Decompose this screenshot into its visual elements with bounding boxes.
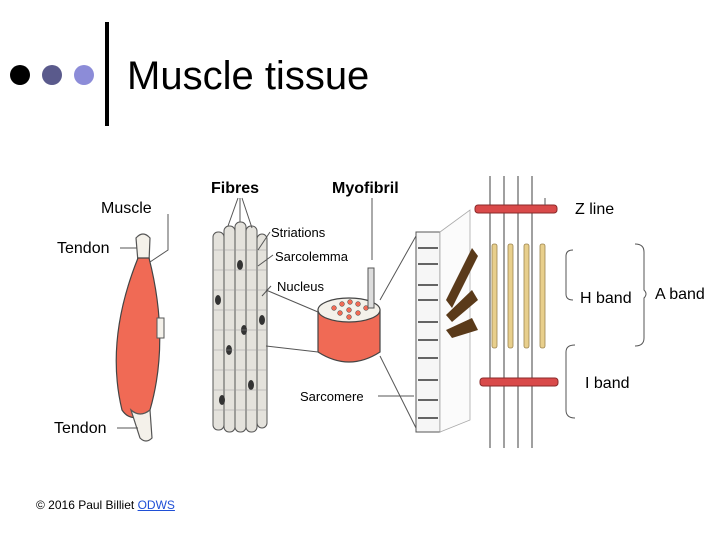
label-a-band: A band [655, 286, 705, 303]
bullet-dot-1 [10, 65, 30, 85]
label-myofibril: Myofibril [332, 180, 399, 197]
muscle-belly [115, 257, 161, 419]
leader-fibres-3 [241, 197, 253, 229]
bracket-a-band [634, 243, 647, 347]
leader-muscle [149, 214, 169, 263]
label-sarcomere: Sarcomere [300, 389, 364, 404]
leader-striations [257, 231, 271, 251]
sarcomere-strip-illustration [415, 209, 471, 433]
whole-muscle-illustration [115, 233, 165, 442]
leader-fibres-1 [227, 197, 239, 227]
label-tendon-top: Tendon [57, 240, 110, 257]
tendon-bottom-shape [129, 408, 153, 442]
bracket-h-band [565, 249, 574, 301]
label-h-band: H band [580, 290, 632, 307]
fibre-bundle-illustration [212, 221, 268, 433]
z-line-bottom [479, 377, 559, 387]
bullet-dot-2 [42, 65, 62, 85]
zoom-fibre-to-cylinder [265, 289, 319, 353]
odws-link[interactable]: ODWS [137, 498, 175, 512]
leader-nucleus [261, 285, 272, 297]
copyright-credit: © 2016 Paul Billiet ODWS [36, 498, 175, 512]
label-muscle: Muscle [101, 200, 152, 217]
z-line-top [474, 204, 558, 214]
label-z-line: Z line [575, 201, 615, 218]
muscle-cut-section [156, 317, 165, 339]
label-striations: Striations [271, 225, 326, 240]
filament-detail-illustration [446, 176, 559, 448]
credit-text: © 2016 Paul Billiet [36, 498, 138, 512]
label-i-band: I band [585, 375, 630, 392]
label-fibres: Fibres [211, 180, 260, 197]
bracket-i-band [565, 344, 576, 419]
title-divider [105, 22, 109, 126]
myofibril-cylinder-illustration [317, 267, 381, 363]
leader-sarcolemma [257, 254, 274, 267]
slide-title: Muscle tissue [127, 54, 370, 98]
label-sarcolemma: Sarcolemma [275, 249, 348, 264]
zoom-cylinder-to-strip [379, 235, 417, 429]
bullet-dot-3 [74, 65, 94, 85]
label-tendon-bottom: Tendon [54, 420, 107, 437]
label-nucleus: Nucleus [277, 279, 324, 294]
